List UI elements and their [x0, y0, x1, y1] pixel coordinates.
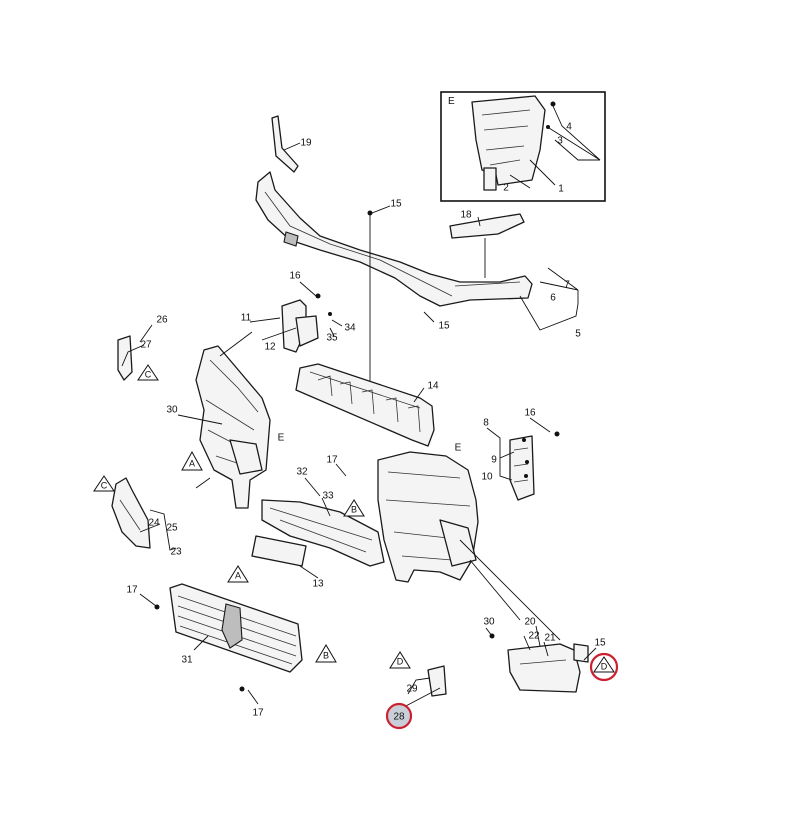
callout-11: 11: [241, 313, 252, 324]
plate-13: [251, 535, 307, 567]
part-18-strip: [449, 213, 525, 239]
callout-27: 27: [140, 340, 152, 351]
callout-5: 5: [575, 329, 581, 340]
callout-23: 23: [170, 547, 182, 558]
callout-17-bottom: 17: [252, 708, 264, 719]
callout-21: 21: [544, 633, 556, 644]
inset-label: E: [448, 96, 455, 107]
callout-30: 30: [166, 405, 178, 416]
callout-19: 19: [300, 138, 312, 149]
svg-text:A: A: [235, 570, 241, 580]
view-marker-a-grille: A: [227, 565, 249, 583]
svg-text:C: C: [145, 369, 152, 379]
callout-22: 22: [528, 631, 540, 642]
view-marker-c-top: C: [137, 364, 159, 381]
right-headlamp-bracket: [377, 451, 479, 583]
svg-text:C: C: [101, 480, 108, 490]
inset-bolt: [550, 101, 556, 107]
highlighted-callout-28[interactable]: 28: [385, 702, 413, 730]
view-marker-d-highlighted[interactable]: D: [589, 652, 619, 682]
front-grille-31: [169, 583, 303, 673]
callout-13: 13: [312, 579, 324, 590]
callout-18: 18: [460, 210, 472, 221]
callout-34: 34: [344, 323, 356, 334]
left-trim-23: [111, 477, 151, 549]
callout-16: 16: [289, 271, 301, 282]
view-marker-b-grille: B: [315, 644, 337, 663]
callout-29: 29: [406, 684, 418, 695]
view-markers: A A B B C C D D: [93, 364, 619, 682]
svg-text:A: A: [189, 458, 195, 468]
inset-bracket-part: [471, 95, 546, 186]
callout-32: 32: [296, 467, 308, 478]
callout-15-lower: 15: [438, 321, 450, 332]
callout-31: 31: [181, 655, 193, 666]
callout-15: 15: [390, 199, 402, 210]
leader-lines: [121, 142, 597, 709]
svg-text:D: D: [397, 656, 404, 666]
part-19-strip: [271, 115, 299, 173]
view-marker-d-bottom: D: [389, 651, 411, 669]
callout-10: 10: [481, 472, 493, 483]
cross-member-14: [295, 363, 435, 447]
svg-text:B: B: [351, 504, 357, 514]
callout-3: 3: [557, 136, 563, 147]
left-headlamp-bracket: [195, 345, 271, 509]
callout-6: 6: [550, 293, 556, 304]
callout-25: 25: [166, 523, 178, 534]
lower-cross-member-33: [261, 499, 385, 567]
section-label-e-right: E: [455, 443, 462, 454]
callout-8: 8: [483, 418, 489, 429]
callout-33: 33: [322, 491, 334, 502]
svg-text:D: D: [601, 661, 608, 671]
right-bracket-9: [509, 435, 535, 501]
grille-logo: [221, 603, 243, 649]
callout-2: 2: [503, 183, 509, 194]
inset-e-detail: E: [440, 91, 606, 202]
callout-26: 26: [156, 315, 168, 326]
right-trim-20: [507, 643, 589, 693]
callout-17: 17: [326, 455, 338, 466]
callout-12: 12: [264, 342, 276, 353]
callout-4: 4: [566, 122, 572, 133]
callout-1: 1: [558, 184, 564, 195]
callout-30-right: 30: [483, 617, 495, 628]
callout-17-grille: 17: [126, 585, 138, 596]
svg-text:B: B: [323, 650, 329, 660]
view-marker-c-left: C: [93, 475, 115, 492]
callout-28: 28: [393, 712, 405, 723]
callout-35: 35: [326, 333, 338, 344]
upper-bracket-11: [281, 299, 319, 353]
section-label-e-left: E: [278, 433, 285, 444]
callout-9: 9: [491, 455, 497, 466]
callout-20: 20: [524, 617, 536, 628]
callout-14: 14: [427, 381, 439, 392]
callout-numbers: 19 15 18 7 6 5 15 16 11 12 34 35 26 27 1…: [126, 122, 606, 719]
bracket-29: [427, 665, 447, 697]
view-marker-b-center: B: [343, 499, 365, 517]
upper-bumper-beam: [255, 171, 533, 307]
callout-15-trim: 15: [594, 638, 606, 649]
callout-24: 24: [148, 518, 160, 529]
callout-7: 7: [564, 280, 570, 291]
view-marker-a-left: A: [181, 450, 203, 471]
callout-16-right: 16: [524, 408, 536, 419]
